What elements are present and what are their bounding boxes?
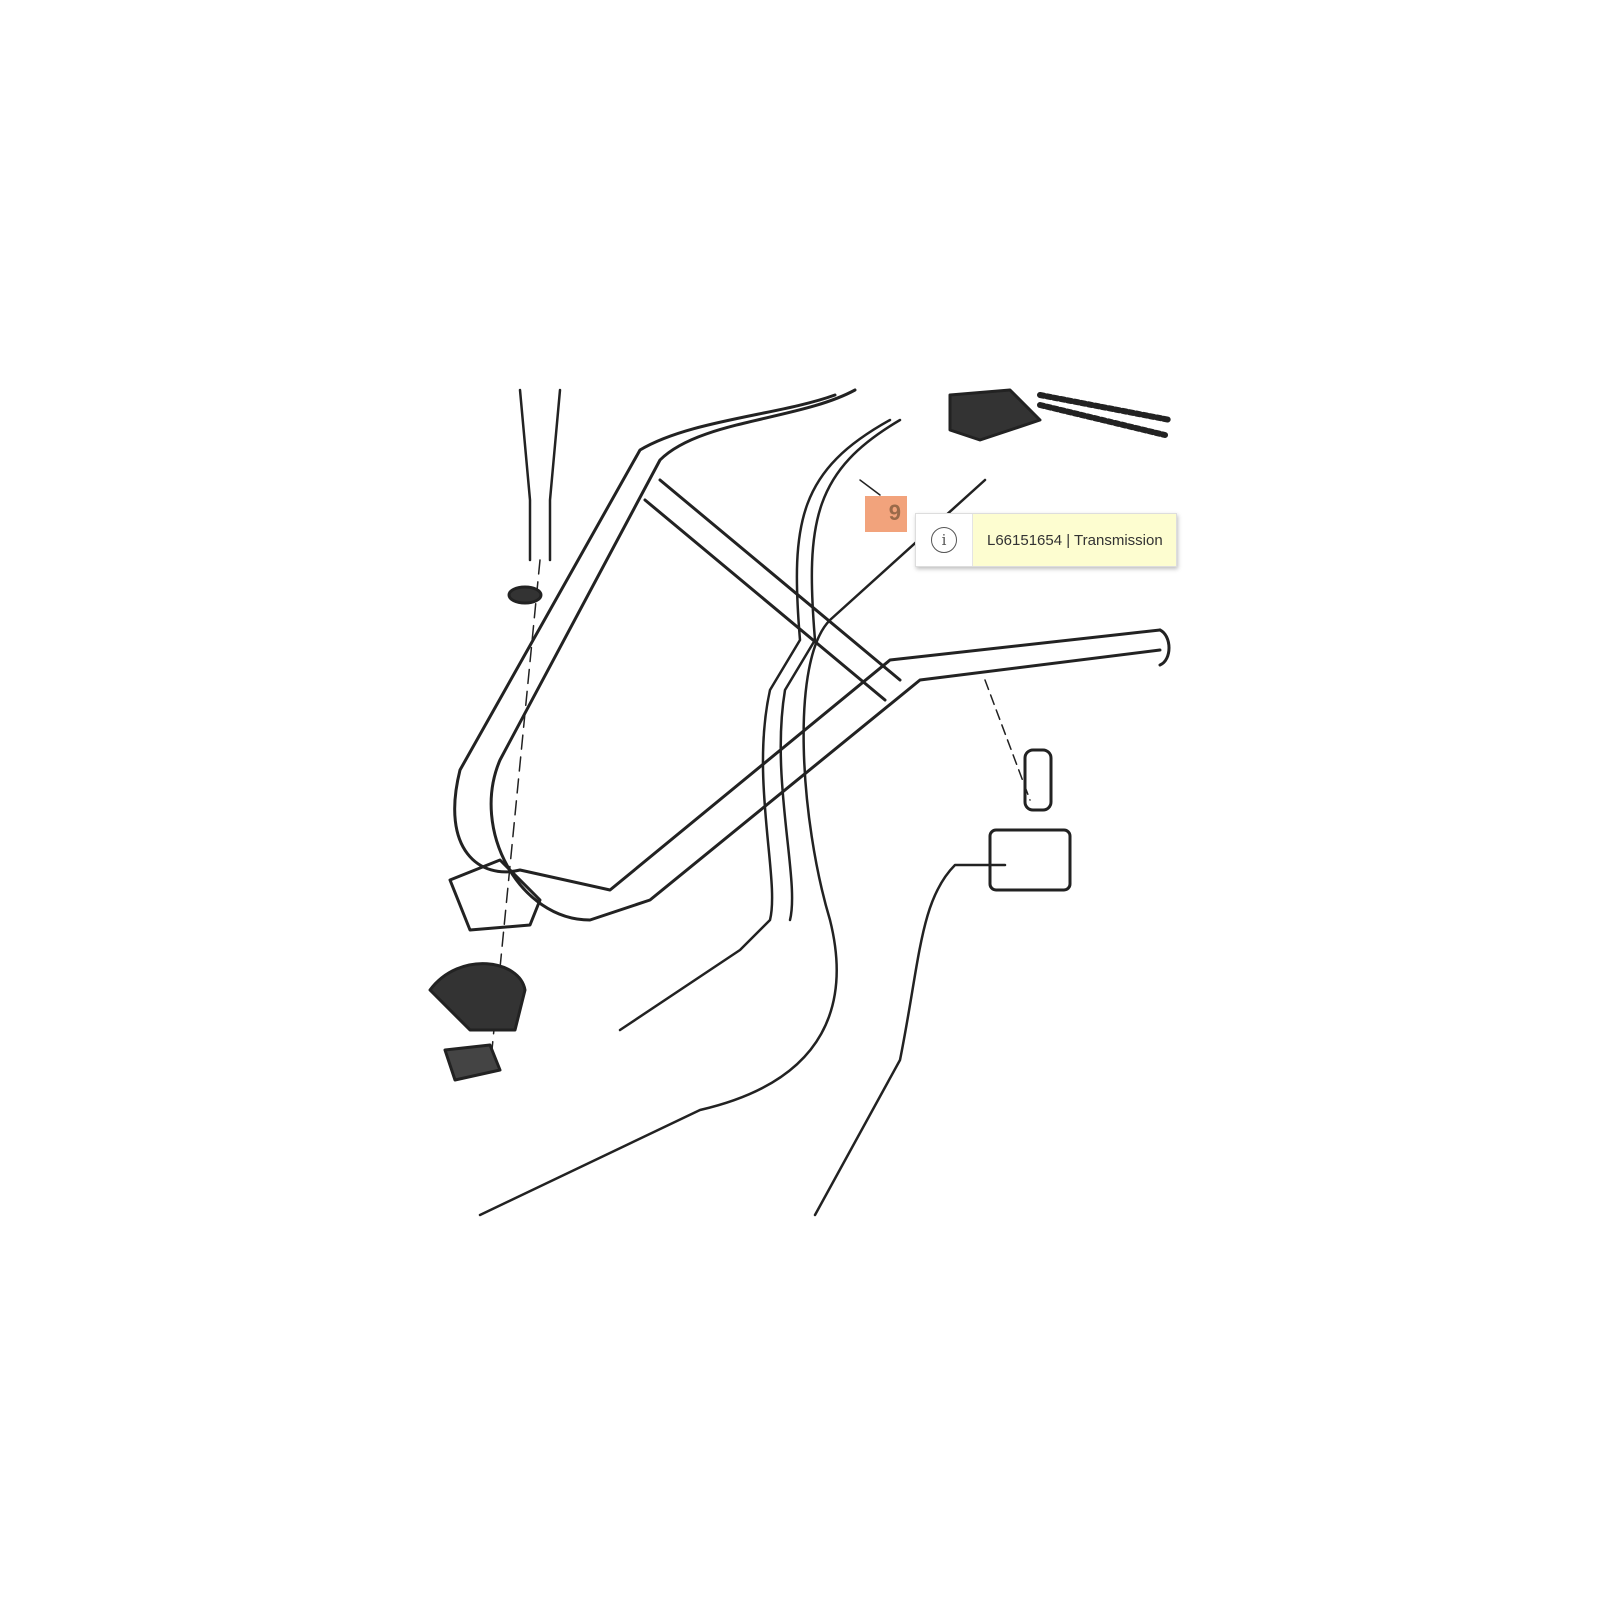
parts [428,388,1173,1082]
info-icon: i [916,514,973,566]
tooltip-text: L66151654 | Transmission [973,514,1176,566]
cables [478,388,1031,1217]
callout-number-9[interactable]: 9 [865,496,907,532]
info-glyph: i [931,527,957,553]
part-tooltip: i L66151654 | Transmission [915,513,1177,567]
handle-frame [453,388,1171,922]
